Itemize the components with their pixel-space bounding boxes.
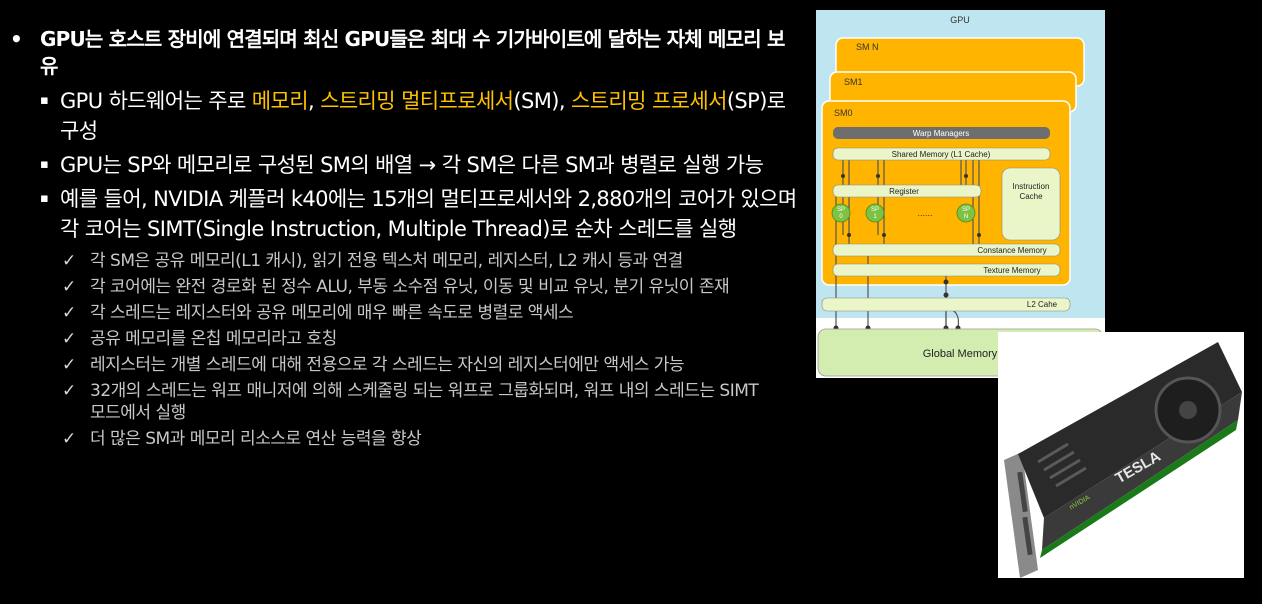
sp-n-label: SP [962, 207, 970, 213]
check-item: ✓ 각 스레드는 레지스터와 공유 메모리에 매우 빠른 속도로 병렬로 액세스 [8, 302, 768, 324]
main-bullet: • GPU는 호스트 장비에 연결되며 최신 GPU들은 최대 수 기가바이트에… [8, 26, 798, 80]
sp-1-label: SP [871, 207, 879, 213]
check-icon: ✓ [62, 277, 76, 297]
register-bar [832, 184, 982, 198]
check-text: 각 스레드는 레지스터와 공유 메모리에 매우 빠른 속도로 병렬로 액세스 [90, 303, 574, 323]
check-item: ✓ 각 SM은 공유 메모리(L1 캐시), 읽기 전용 텍스처 메모리, 레지… [8, 250, 768, 272]
check-item: ✓ 더 많은 SM과 메모리 리소스로 연산 능력을 향상 [8, 428, 768, 450]
highlight-sp: 스트리밍 프로세서 [570, 89, 727, 113]
check-icon: ✓ [62, 355, 76, 375]
check-text: 레지스터는 개별 스레드에 대해 전용으로 각 스레드는 자신의 레지스터에만 … [90, 355, 685, 375]
pcb-edge [1040, 420, 1238, 558]
check-item: ✓ 공유 메모리를 온칩 메모리라고 호칭 [8, 328, 768, 350]
gpu-diagram-svg: GPU SM N SM1 SM0 Warp Managers Shared Me… [816, 10, 1105, 377]
sp-n-core [956, 203, 976, 223]
shared-memory-label: Shared Memory (L1 Cache) [892, 150, 991, 159]
sub-bullet-2-text: GPU는 SP와 메모리로 구성된 SM의 배열 → 각 SM은 다른 SM과 … [60, 153, 764, 177]
highlight-sm: 스트리밍 멀티프로세서 [320, 89, 514, 113]
text-part: (SP)로 구성 [60, 89, 786, 143]
register-label: Register [889, 187, 919, 196]
global-memory-label: Global Memory [923, 348, 998, 360]
sm-0-label: SM0 [834, 108, 853, 118]
texture-memory-bar [832, 263, 1061, 277]
fan-hub [1179, 401, 1197, 419]
warp-managers-label: Warp Managers [913, 129, 970, 138]
check-item: ✓ 각 코어에는 완전 경로화 된 정수 ALU, 부동 소수점 유닛, 이동 … [8, 276, 768, 298]
check-icon: ✓ [62, 251, 76, 271]
check-text: 각 SM은 공유 메모리(L1 캐시), 읽기 전용 텍스처 메모리, 레지스터… [90, 251, 683, 271]
check-icon: ✓ [62, 303, 76, 323]
text-part: , [307, 89, 321, 113]
text-part: GPU 하드웨어는 주로 [60, 89, 252, 113]
tesla-gpu-card-image: TESLA nVIDIA [998, 332, 1244, 578]
sub-bullet-2: ▪ GPU는 SP와 메모리로 구성된 SM의 배열 → 각 SM은 다른 SM… [8, 150, 798, 180]
check-text: 공유 메모리를 온칩 메모리라고 호칭 [90, 329, 337, 349]
sub-bullet-1: ▪ GPU 하드웨어는 주로 메모리, 스트리밍 멀티프로세서(SM), 스트리… [8, 86, 798, 146]
highlight-memory: 메모리 [251, 89, 309, 113]
bracket-vents [1017, 471, 1033, 556]
l2-cache-bar [821, 297, 1071, 312]
gpu-label: GPU [950, 15, 970, 25]
sp-0-label: SP [837, 207, 845, 213]
text-part: (SM), [513, 89, 571, 113]
sp-n-index: N [964, 214, 968, 220]
check-item: ✓ 레지스터는 개별 스레드에 대해 전용으로 각 스레드는 자신의 레지스터에… [8, 354, 768, 376]
warp-managers-bar [833, 127, 1050, 139]
instruction-cache-label-line1: Instruction [1013, 182, 1050, 191]
gpu-architecture-diagram: GPU SM N SM1 SM0 Warp Managers Shared Me… [816, 10, 1105, 378]
sm-n-label: SM N [856, 42, 879, 52]
main-bullet-text: GPU는 호스트 장비에 연결되며 최신 GPU들은 최대 수 기가바이트에 달… [40, 27, 785, 78]
sm-1-label: SM1 [844, 77, 863, 87]
shared-memory-bar [832, 147, 1051, 161]
check-text: 더 많은 SM과 메모리 리소스로 연산 능력을 향상 [90, 429, 422, 449]
constance-memory-bar [832, 243, 1061, 257]
square-bullet: ▪ [40, 93, 49, 108]
check-text: 32개의 스레드는 워프 매니저에 의해 스케줄링 되는 워프로 그룹화되며, … [90, 381, 759, 423]
l2-cache-label: L2 Cahe [1027, 300, 1058, 309]
check-icon: ✓ [62, 329, 76, 349]
constance-memory-label: Constance Memory [977, 246, 1046, 255]
instruction-cache-box [1001, 167, 1061, 241]
check-item: ✓ 32개의 스레드는 워프 매니저에 의해 스케줄링 되는 워프로 그룹화되며… [8, 380, 768, 424]
square-bullet: ▪ [40, 157, 49, 172]
instruction-cache-label-line2: Cache [1019, 192, 1043, 201]
tesla-card-svg: TESLA nVIDIA [1004, 342, 1242, 578]
check-icon: ✓ [62, 429, 76, 449]
sp-1-index: 1 [873, 214, 877, 220]
sp-1-core [865, 203, 885, 223]
slide-text: • GPU는 호스트 장비에 연결되며 최신 GPU들은 최대 수 기가바이트에… [8, 26, 798, 450]
bullet-symbol: • [10, 27, 23, 51]
square-bullet: ▪ [40, 191, 49, 206]
sp-0-index: 0 [839, 214, 843, 220]
heatsink-fins [1037, 442, 1087, 488]
texture-memory-label: Texture Memory [983, 266, 1040, 275]
check-icon: ✓ [62, 381, 76, 401]
sub-bullet-3-text: 예를 들어, NVIDIA 케플러 k40에는 15개의 멀티프로세서와 2,8… [60, 187, 797, 241]
sp-ellipsis: ...... [917, 208, 932, 218]
sp-0-core [831, 203, 851, 223]
check-text: 각 코어에는 완전 경로화 된 정수 ALU, 부동 소수점 유닛, 이동 및 … [90, 277, 730, 297]
sub-bullet-3: ▪ 예를 들어, NVIDIA 케플러 k40에는 15개의 멀티프로세서와 2… [8, 184, 798, 244]
